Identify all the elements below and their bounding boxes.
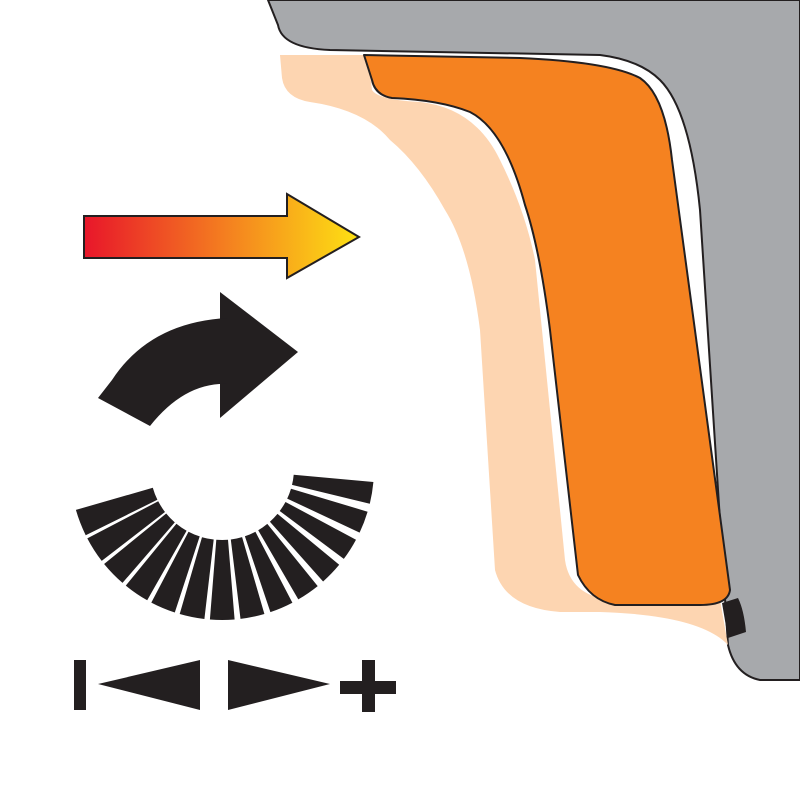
rotation-arrow — [98, 292, 298, 426]
ring-segment — [287, 488, 368, 533]
ring-segment — [179, 537, 214, 619]
ring-segment — [279, 502, 356, 559]
ring-segment — [125, 523, 187, 601]
black-seal-tip — [722, 598, 746, 638]
bar-icon — [74, 660, 86, 710]
light-peach-layer — [280, 55, 728, 645]
heat-direction-arrow — [83, 192, 361, 280]
orange-layer — [363, 54, 731, 606]
gray-housing — [266, 0, 800, 681]
ring-segment — [230, 537, 265, 619]
ring-segment — [104, 513, 175, 583]
ring-segment — [151, 531, 200, 613]
ring-segment — [292, 474, 374, 504]
speed-ring-segments — [75, 474, 374, 621]
ring-segment — [269, 513, 340, 582]
ring-segment — [87, 501, 165, 561]
triangle-right-icon — [228, 660, 330, 710]
ring-segment — [209, 539, 235, 621]
plus-icon — [340, 660, 396, 712]
ring-segment — [244, 531, 293, 613]
ring-segment — [75, 487, 158, 536]
triangle-left-icon — [98, 660, 200, 710]
ring-segment — [258, 523, 318, 600]
speed-scale — [74, 660, 396, 712]
